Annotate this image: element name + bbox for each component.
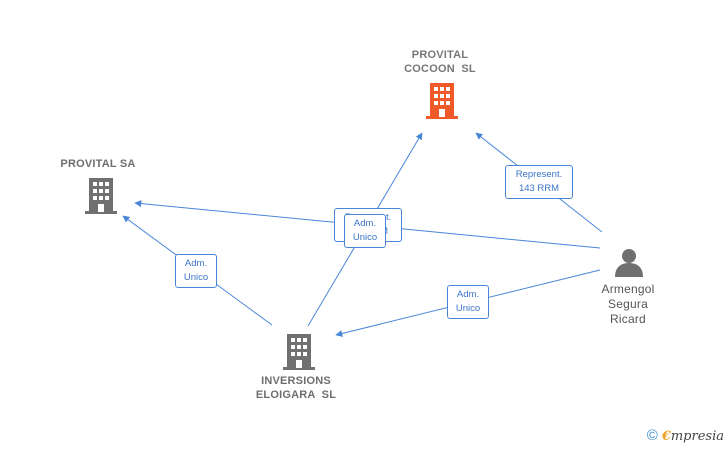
edge-label-represent-cocoon: Represent. 143 RRM (505, 165, 573, 199)
empresia-watermark: ©€mpresia (647, 427, 724, 444)
person-icon[interactable] (614, 247, 644, 277)
building-icon[interactable] (283, 334, 315, 370)
copyright-symbol: © (646, 427, 658, 444)
building-icon[interactable] (85, 178, 117, 214)
empresia-logo: €mpresia (661, 429, 724, 444)
node-label-inversions-eloigara[interactable]: INVERSIONS ELOIGARA SL (255, 375, 337, 401)
node-label-armengol[interactable]: Armengol Segura Ricard (601, 282, 655, 326)
node-label-provital-sa[interactable]: PROVITAL SA (60, 158, 136, 170)
edge-label-adm-cocoon: Adm. Unico (344, 214, 386, 248)
edge-label-adm-inversions: Adm. Unico (447, 285, 489, 319)
node-label-provital-cocoon[interactable]: PROVITAL COCOON SL (404, 49, 476, 75)
edge-label-adm-provital-sa: Adm. Unico (175, 254, 217, 288)
building-icon[interactable] (426, 83, 458, 119)
